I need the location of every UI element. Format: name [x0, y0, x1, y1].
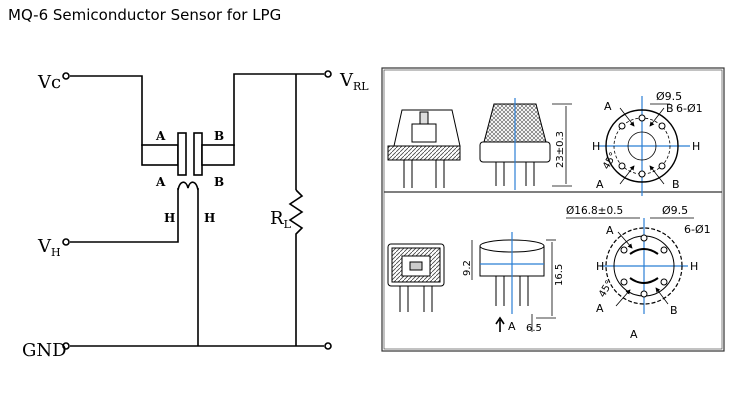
top-label-a1: A — [604, 100, 612, 113]
page-title: MQ-6 Semiconductor Sensor for LPG — [8, 6, 282, 24]
bottom-dimensions — [471, 239, 556, 332]
bottom-height-text: 9.2 — [462, 260, 473, 276]
bottom-pins-text: 6-Ø1 — [684, 223, 711, 236]
top-label-h2: H — [692, 140, 700, 153]
heater-h-left-label: H — [164, 211, 175, 225]
top-label-a2: A — [596, 178, 604, 191]
bottom-label-a3: A — [630, 328, 638, 341]
sensor-bottom-section-view — [387, 243, 445, 312]
bottom-up-arrow — [495, 316, 505, 332]
top-angle-text: 45° — [601, 151, 619, 172]
pin-a-top-label: A — [155, 129, 166, 143]
bottom-label-b: B — [670, 304, 678, 317]
top-panel: 23±0.3 Ø9.5 6-Ø1 A B H H A B 45° — [387, 90, 703, 196]
bottom-label-h2: H — [690, 260, 698, 273]
electrode-a — [141, 144, 179, 166]
gnd-label: GND — [22, 340, 67, 361]
top-label-b2: B — [672, 178, 680, 191]
circuit-labels: Vc VRL VH GND RL A B A B H H — [22, 70, 369, 361]
top-pins-text: 6-Ø1 — [676, 102, 703, 115]
bottom-angle-text: 45° — [597, 279, 615, 300]
gnd-terminal — [62, 342, 70, 350]
sensor-bottom-side-view — [479, 232, 545, 314]
top-diameter-text: Ø9.5 — [656, 90, 682, 103]
heater-h-right-label: H — [204, 211, 215, 225]
heater-lead-left — [70, 188, 179, 243]
rl-resistor — [288, 189, 304, 346]
vc-wire — [70, 75, 143, 146]
bottom-arrow-label: A — [508, 320, 516, 333]
bottom-label-a2: A — [596, 302, 604, 315]
top-label-h1: H — [592, 140, 600, 153]
vrl-label: VRL — [339, 70, 369, 93]
pin-a-bottom-label: A — [155, 175, 166, 189]
bottom-body-diameter-text: Ø16.8±0.5 — [566, 205, 623, 217]
sensing-plate-left — [177, 132, 187, 176]
bottom-label-a1: A — [606, 224, 614, 237]
gnd-right-terminal — [324, 342, 332, 350]
electrode-b — [201, 144, 235, 166]
sensor-top-view — [598, 96, 690, 196]
bottom-mid-dimension-text: 16.5 — [554, 264, 565, 286]
pin-b-bottom-label: B — [214, 175, 224, 189]
vrl-wire — [233, 73, 324, 146]
bottom-pin-dimension-text: 6.5 — [526, 323, 542, 334]
bottom-panel: 9.2 16.5 6.5 A Ø16.8±0.5 Ø9.5 6-Ø1 A — [387, 204, 711, 341]
top-height-dimension-text: 23±0.3 — [555, 131, 566, 168]
bottom-diameter-text: Ø9.5 — [662, 204, 688, 217]
vh-terminal — [62, 238, 70, 246]
bottom-label-h1: H — [596, 260, 604, 273]
vrl-terminal — [324, 70, 332, 78]
vc-label: Vc — [37, 72, 61, 93]
heater-coil — [177, 181, 199, 191]
rl-label: RL — [270, 208, 292, 231]
top-label-b1: B — [666, 102, 674, 115]
mechanical-drawing-frame — [381, 67, 725, 352]
sensor-section-view — [387, 109, 461, 188]
sensing-plate-right — [193, 132, 203, 176]
top-height-dimension — [552, 103, 572, 187]
pin-b-top-label: B — [214, 129, 224, 143]
sensor-side-view — [479, 98, 551, 190]
vc-terminal — [62, 72, 70, 80]
vh-label: VH — [37, 236, 61, 259]
sensor-bottom-top-view — [566, 217, 694, 314]
circuit-diagram — [62, 70, 332, 350]
